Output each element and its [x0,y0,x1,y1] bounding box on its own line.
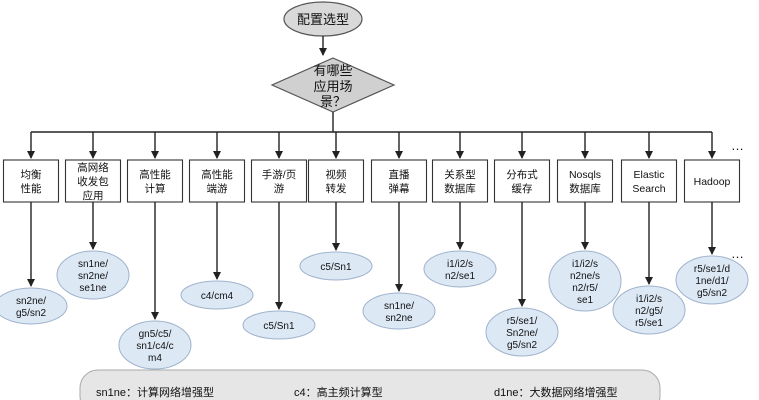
series-text-1-0: sn1ne/ [78,259,108,270]
scenario-box-4 [250,159,308,203]
series-ellipse-1 [56,250,130,300]
legend-item-d1ne: d1ne：大数据网络增强型 [494,385,617,399]
series-text-8-2: g5/sn2 [507,340,537,351]
series-text-10-0: i1/i2/s [636,294,662,305]
scenario-box-7 [431,159,489,203]
scenario-box-3 [188,159,246,203]
decision-line-1: 有哪些 [313,63,352,78]
scenario-label-8-1: 缓存 [512,182,533,195]
scenario-label-6-1: 弹幕 [389,182,410,195]
scenario-box-6 [370,159,428,203]
scenario-label-9-0: Nosqls [569,169,601,181]
scenario-box-0 [2,159,60,203]
scenario-label-10-1: Search [632,183,665,195]
series-text-5-0: c5/Sn1 [320,262,352,273]
series-text-9-3: se1 [577,295,594,306]
series-text-10-2: r5/se1 [635,318,663,329]
decision-line-3: 景？ [320,94,346,109]
start-label: 配置选型 [297,12,349,27]
series-text-0-1: g5/sn2 [16,308,46,319]
series-text-7-0: i1/i2/s [447,259,473,270]
series-text-4-0: c5/Sn1 [263,321,295,332]
legend-item-c4: c4：高主频计算型 [294,385,383,399]
scenario-box-8 [493,159,551,203]
series-text-6-1: sn2ne [385,313,413,324]
series-ellipse-3 [180,280,254,310]
scenario-label-1-1: 收发包 [77,175,109,188]
scenario-label-7-1: 数据库 [444,182,476,195]
series-ellipse-5 [299,251,373,281]
ellipsis-mark-2: … [731,246,744,261]
scenario-label-5-1: 转发 [326,182,347,195]
scenario-label-9-1: 数据库 [569,182,601,195]
series-ellipse-0 [0,287,68,325]
scenario-label-3-0: 高性能 [201,168,233,181]
series-text-1-2: se1ne [79,283,107,294]
series-ellipse-2 [118,320,192,370]
scenario-label-2-0: 高性能 [139,168,171,181]
series-text-11-0: r5/se1/d [694,264,730,275]
scenario-box-2 [126,159,184,203]
series-text-9-2: n2/r5/ [572,283,598,294]
series-ellipse-6 [362,292,436,330]
decision-line-2: 应用场 [313,79,352,94]
scenario-label-11-0: Hadoop [694,176,731,188]
scenario-label-7-0: 关系型 [444,168,476,181]
series-ellipse-9 [548,250,622,312]
series-ellipse-8 [485,307,559,357]
scenario-label-1-2: 应用 [83,189,104,202]
series-text-2-0: gn5/c5/ [139,329,172,340]
scenario-box-11 [683,159,741,203]
series-text-9-1: n2ne/s [570,271,600,282]
series-ellipse-11 [675,255,749,305]
scenario-label-6-0: 直播 [389,168,410,181]
scenario-label-4-1: 游 [274,182,285,195]
series-text-9-0: i1/i2/s [572,259,598,270]
scenario-label-3-1: 端游 [207,182,228,195]
series-text-3-0: c4/cm4 [201,291,234,302]
scenario-box-10 [620,159,678,203]
scenario-box-9 [556,159,614,203]
legend-item-sn1ne: sn1ne：计算网络增强型 [96,385,214,399]
scenario-box-1 [64,159,122,203]
series-text-1-1: sn2ne/ [78,271,108,282]
scenario-label-2-1: 计算 [145,182,166,195]
scenario-box-5 [307,159,365,203]
scenario-label-1-0: 高网络 [77,161,109,174]
series-text-7-1: n2/se1 [445,271,475,282]
scenario-label-0-1: 性能 [21,182,42,195]
scenario-label-4-0: 手游/页 [262,168,296,181]
series-text-2-1: sn1/c4/c [136,341,173,352]
series-text-8-0: r5/se1/ [507,316,538,327]
scenario-columns: 均衡性能sn2ne/g5/sn2高网络收发包应用sn1ne/sn2ne/se1n… [0,132,749,370]
scenario-label-8-0: 分布式 [506,168,538,181]
series-ellipse-7 [423,250,497,288]
legend-panel [79,369,661,400]
series-text-6-0: sn1ne/ [384,301,414,312]
series-text-0-0: sn2ne/ [16,296,46,307]
scenario-label-0-0: 均衡 [21,169,42,181]
series-ellipse-4 [242,310,316,340]
series-text-11-1: 1ne/d1/ [695,276,729,287]
series-text-11-2: g5/sn2 [697,288,727,299]
series-text-2-2: m4 [148,353,162,364]
scenario-label-5-0: 视频 [326,168,347,181]
series-ellipse-10 [612,285,686,335]
series-text-8-1: Sn2ne/ [506,328,538,339]
ellipsis-mark-1: … [731,138,744,153]
series-text-10-1: n2/g5/ [635,306,663,317]
scenario-label-10-0: Elastic [634,169,665,181]
